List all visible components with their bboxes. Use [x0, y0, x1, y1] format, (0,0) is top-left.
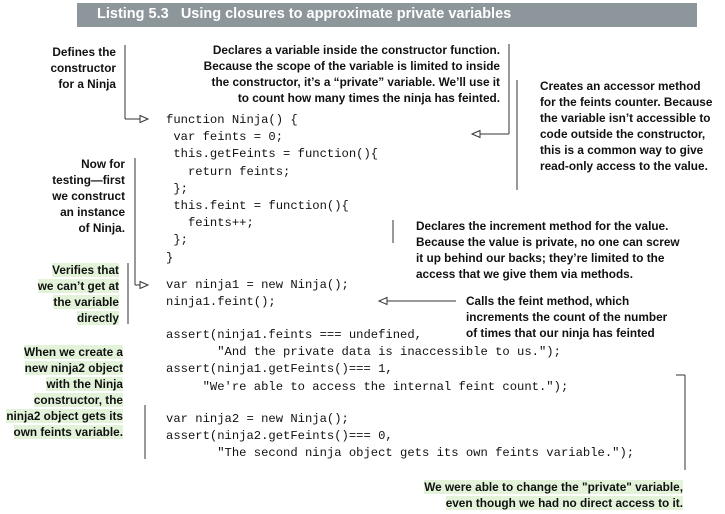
- code-line: var ninja2 = new Ninja();: [166, 412, 349, 426]
- annotation-ninja2-object: When we create a new ninja2 object with …: [6, 345, 123, 439]
- code-line: assert(ninja2.getFeints()=== 0,: [166, 429, 393, 444]
- code-line: ninja1.feint();: [166, 295, 276, 310]
- code-ninja2: var ninja2 = new Ninja(); assert(ninja2.g…: [166, 411, 634, 463]
- code-asserts: assert(ninja1.feints === undefined, "And…: [166, 327, 568, 396]
- code-line: this.feint = function(){: [166, 199, 349, 214]
- annotation-able-to-change: We were able to change the "private" var…: [424, 480, 683, 510]
- code-line: };: [166, 233, 188, 248]
- code-line: var ninja1 = new Ninja();: [166, 278, 349, 292]
- annotation-increment-method: Declares the increment method for the va…: [416, 219, 680, 281]
- code-line: assert(ninja1.feints === undefined,: [166, 328, 422, 342]
- annotation-calls-feint: Calls the feint method, which increments…: [466, 294, 668, 340]
- code-line: return feints;: [166, 164, 291, 179]
- code-line: feints++;: [166, 216, 254, 231]
- listing-header: Listing 5.3 Using closures to approximat…: [77, 3, 697, 27]
- code-line: }: [166, 250, 174, 265]
- annotation-accessor-method: Creates an accessor method for the feint…: [540, 79, 713, 173]
- code-line: var feints = 0;: [166, 130, 284, 145]
- code-line: this.getFeints = function(){: [166, 147, 379, 162]
- code-test: var ninja1 = new Ninja(); ninja1.feint();: [166, 277, 349, 311]
- code-line: "And the private data is inaccessible to…: [166, 345, 561, 360]
- code-line: "The second ninja object gets its own fe…: [166, 446, 635, 461]
- code-line: };: [166, 181, 188, 196]
- annotation-declares-variable: Declares a variable inside the construct…: [203, 43, 500, 105]
- code-line: "We're able to access the internal feint…: [166, 379, 569, 394]
- annotation-defines-constructor: Defines the constructor for a Ninja: [50, 45, 116, 91]
- code-constructor: function Ninja() { var feints = 0; this.…: [166, 112, 378, 267]
- listing-title: Listing 5.3 Using closures to approximat…: [97, 6, 511, 22]
- listing-title-text: Using closures to approximate private va…: [180, 6, 512, 22]
- code-line: assert(ninja1.getFeints()=== 1,: [166, 362, 393, 377]
- annotation-now-for-testing: Now for testing—first we construct an in…: [52, 157, 125, 235]
- listing-label: Listing 5.3: [97, 6, 169, 22]
- annotation-verifies: Verifies that we can’t get at the variab…: [37, 263, 119, 325]
- code-line: function Ninja() {: [166, 113, 298, 127]
